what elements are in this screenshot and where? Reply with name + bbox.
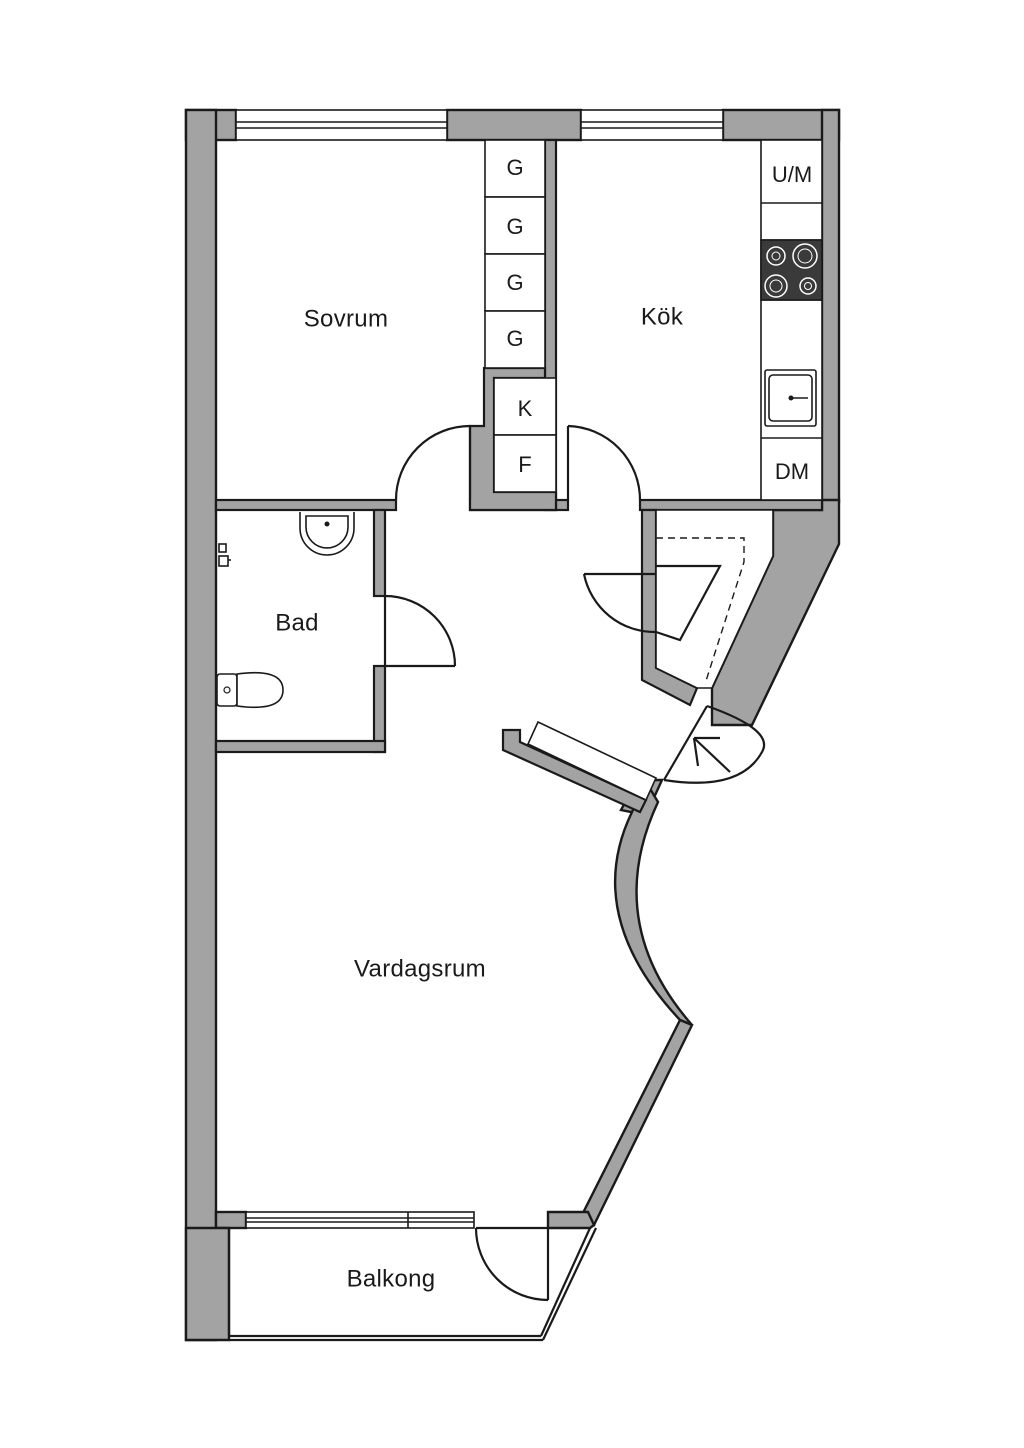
wall-bottom-right (546, 1210, 596, 1230)
wall-left (184, 108, 218, 1342)
fridge-label: K (518, 396, 533, 421)
room-labels: Sovrum Kök Bad Vardagsrum Balkong (275, 303, 684, 1292)
windows (235, 109, 724, 1229)
kitchen-counter: U/M DM (760, 139, 823, 501)
tap-icon (218, 543, 231, 567)
room-label-balkong: Balkong (347, 1265, 436, 1292)
hob-icon (760, 239, 823, 301)
sink-icon (764, 369, 817, 427)
entrance-arrow-icon (692, 736, 731, 773)
room-label-sovrum: Sovrum (304, 305, 389, 332)
wall-kitchen-bottom (638, 498, 824, 512)
counter (760, 139, 823, 501)
wall-bottom-left (214, 1210, 248, 1230)
dishwasher-label: DM (775, 459, 809, 484)
wall-top-middle (445, 108, 583, 142)
wardrobe-4 (484, 310, 546, 369)
window-bedroom (235, 109, 448, 141)
balcony (184, 1226, 597, 1342)
hall-partition-top (526, 720, 658, 802)
wall-bath-right-upper (372, 508, 387, 598)
freezer (493, 434, 557, 493)
wall-bedroom-bottom (214, 498, 398, 512)
door-balcony (474, 1226, 550, 1302)
door-bedroom (394, 424, 472, 501)
washbasin-icon (299, 512, 355, 556)
wardrobes: G G G G (484, 139, 546, 369)
freezer-label: F (518, 452, 531, 477)
wardrobe-label-2: G (506, 214, 523, 239)
wall-living-curve (614, 779, 693, 1027)
window-living (245, 1211, 475, 1229)
fridge-freezer: K F (493, 377, 557, 493)
room-label-bad: Bad (275, 609, 319, 636)
window-kitchen (580, 109, 724, 141)
wall-right-upper (820, 108, 841, 504)
doors (383, 424, 766, 1302)
door-closet (582, 572, 657, 634)
washer-microwave-label: U/M (772, 162, 812, 187)
balcony-left-wall (184, 1226, 231, 1342)
door-bathroom (383, 594, 457, 668)
closet-interior (655, 509, 774, 689)
wardrobe-label-1: G (506, 155, 523, 180)
wardrobe-2 (484, 196, 546, 255)
door-entrance (663, 704, 766, 784)
room-label-vardagsrum: Vardagsrum (354, 955, 486, 982)
closet-shelf (655, 509, 774, 689)
bathroom-fixtures (216, 512, 355, 709)
wall-bath-right-lower (372, 664, 387, 754)
wall-living-diagonal (580, 1018, 694, 1227)
room-label-kok: Kök (641, 303, 684, 330)
door-kitchen (566, 424, 642, 501)
wardrobe-label-4: G (506, 326, 523, 351)
wall-bath-bottom (214, 739, 387, 754)
wardrobe-label-3: G (506, 270, 523, 295)
toilet-icon (216, 671, 284, 709)
